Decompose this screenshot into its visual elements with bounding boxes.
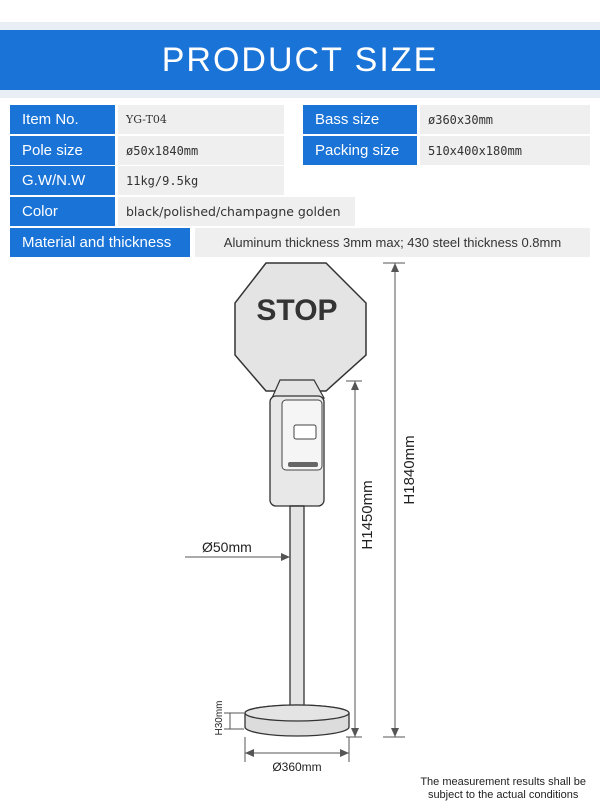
note-line-1: The measurement results shall be: [420, 776, 586, 788]
note-line-2: subject to the actual conditions: [427, 789, 579, 801]
base-size-label: Bass size: [303, 105, 417, 134]
color-value: black/polished/champagne golden: [118, 197, 355, 226]
item-no-label: Item No.: [10, 105, 115, 134]
measurement-note: The measurement results shall be subject…: [420, 776, 586, 802]
base-size-value: ø360x30mm: [420, 105, 590, 134]
sign-bracket: [271, 379, 326, 399]
item-no-value: YG-T04: [118, 105, 284, 134]
pole: [289, 505, 305, 711]
dim-pole-height: H1450mm: [359, 480, 376, 549]
header-banner: PRODUCT SIZE: [0, 22, 600, 98]
dim-total-height: H1840mm: [401, 435, 418, 504]
dispenser-nozzle: [288, 462, 318, 467]
dim-pole-diameter: Ø50mm: [202, 539, 252, 555]
packing-size-label: Packing size: [303, 136, 417, 165]
product-drawing: STOP H1840mm H1450mm Ø50mm H30mm Ø360mm: [185, 262, 418, 774]
dim-base-diameter: Ø360mm: [272, 760, 321, 774]
material-value: Aluminum thickness 3mm max; 430 steel th…: [195, 228, 590, 257]
dispenser-window: [293, 424, 317, 440]
stop-sign-text: STOP: [256, 294, 337, 327]
page-title: PRODUCT SIZE: [161, 40, 439, 79]
packing-size-value: 510x400x180mm: [420, 136, 590, 165]
pole-size-value: ø50x1840mm: [118, 136, 284, 165]
stop-sign-board: [234, 262, 367, 392]
color-label: Color: [10, 197, 115, 226]
pole-size-label: Pole size: [10, 136, 115, 165]
material-label: Material and thickness: [10, 228, 190, 257]
gw-nw-label: G.W/N.W: [10, 166, 115, 195]
dim-base-height: H30mm: [214, 700, 225, 735]
gw-nw-value: 11kg/9.5kg: [118, 166, 284, 195]
